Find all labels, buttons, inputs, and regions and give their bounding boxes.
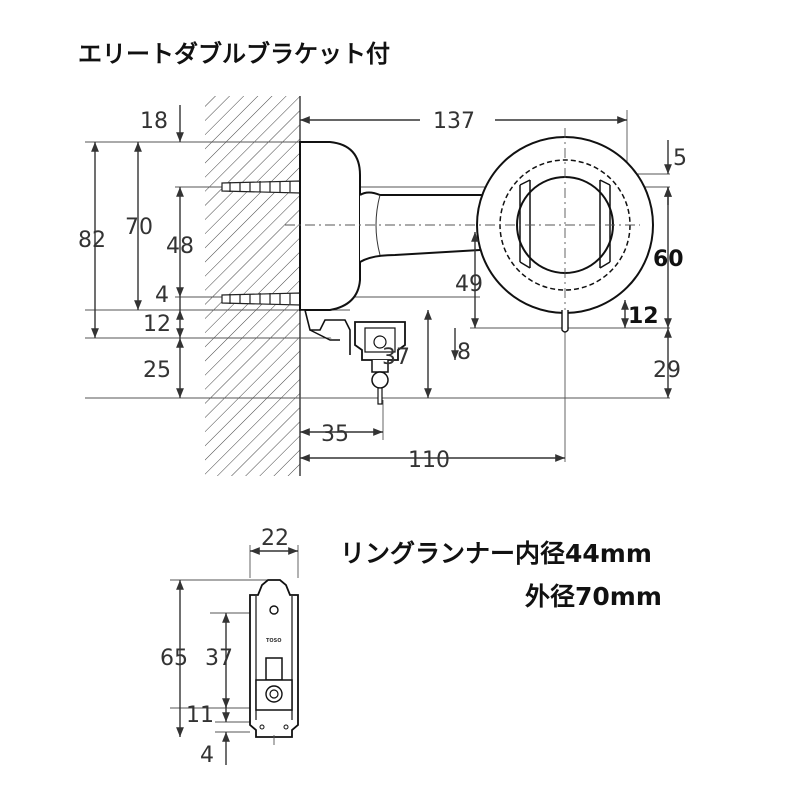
dim-12-right: 12 — [628, 304, 659, 329]
dim-4: 4 — [155, 283, 169, 308]
dim-37-main: 37 — [382, 345, 410, 370]
dim-137: 137 — [433, 109, 475, 134]
screw-upper — [221, 180, 301, 194]
dim-lines — [91, 105, 672, 462]
page-title: エリートダブルブラケット付 — [78, 40, 390, 68]
main-view: 137 18 82 70 48 4 12 25 49 8 37 35 110 5… — [78, 96, 687, 476]
ring-runner-outer-diameter: 外径70mm — [525, 582, 662, 611]
detail-dim-11: 11 — [186, 703, 214, 728]
ring-runner-inner-diameter: リングランナー内径44mm — [340, 539, 652, 568]
dim-25: 25 — [143, 358, 171, 383]
dim-110: 110 — [408, 448, 450, 473]
brand-label: TOSO — [266, 638, 282, 644]
rail-bracket — [300, 309, 406, 405]
detail-view: TOSO 22 65 37 11 4 — [160, 526, 299, 768]
screw-lower — [221, 292, 301, 306]
dim-49: 49 — [455, 272, 483, 297]
detail-dim-37: 37 — [205, 646, 233, 671]
ring-hook — [561, 310, 569, 333]
dim-35: 35 — [321, 422, 349, 447]
dim-5: 5 — [673, 146, 687, 171]
detail-dim-65: 65 — [160, 646, 188, 671]
dim-12-left: 12 — [143, 312, 171, 337]
dim-48: 48 — [166, 234, 194, 259]
dim-60: 60 — [653, 247, 684, 272]
dim-18: 18 — [140, 109, 168, 134]
detail-dim-22: 22 — [261, 526, 289, 551]
dim-8: 8 — [457, 340, 471, 365]
bracket-base — [299, 141, 361, 311]
dim-29: 29 — [653, 358, 681, 383]
wall-hatch — [205, 96, 300, 476]
detail-dim-4: 4 — [200, 743, 214, 768]
dim-70: 70 — [125, 215, 153, 240]
dim-82: 82 — [78, 228, 106, 253]
